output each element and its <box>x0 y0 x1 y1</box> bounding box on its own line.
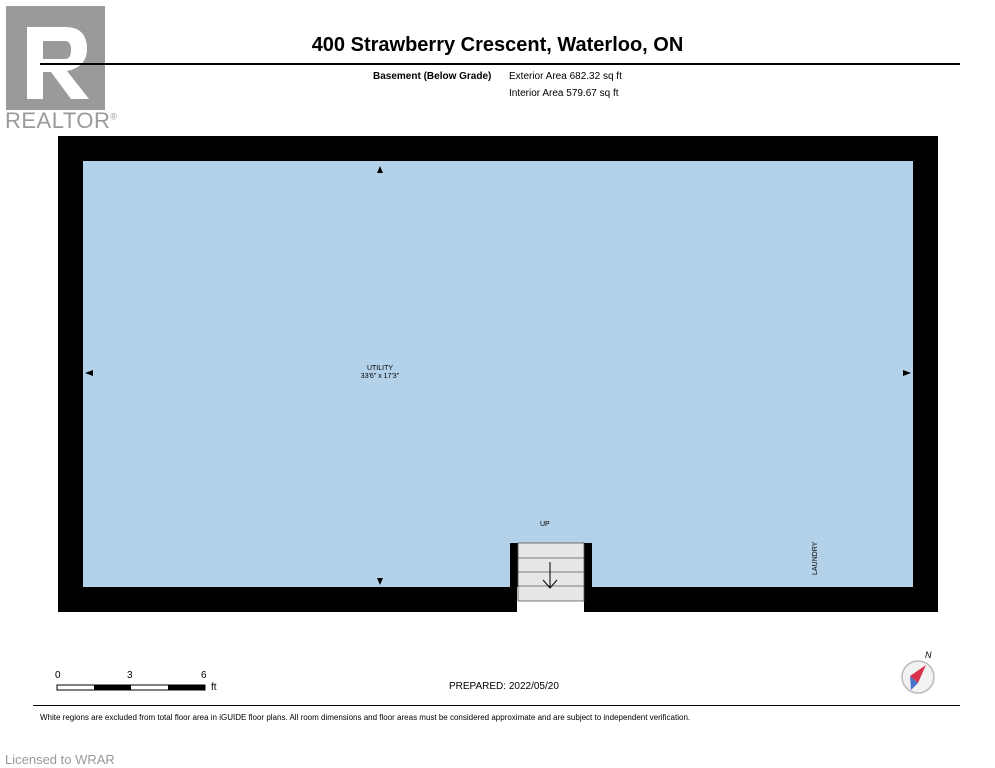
disclaimer: White regions are excluded from total fl… <box>40 713 691 722</box>
dimension-arrow-top <box>377 166 383 173</box>
prepared-date: PREPARED: 2022/05/20 <box>449 681 559 692</box>
stair-wall-left <box>510 543 518 587</box>
laundry-label: LAUNDRY <box>812 541 819 575</box>
realtor-logo-text: REALTOR® <box>5 108 118 133</box>
scale-bar <box>56 684 206 691</box>
dimension-arrow-left <box>85 370 93 376</box>
interior-area: Interior Area 579.67 sq ft <box>509 88 619 99</box>
compass-icon <box>901 660 935 694</box>
stairs-up-label: UP <box>540 521 550 528</box>
room-name: UTILITY <box>366 365 394 372</box>
utility-room <box>83 161 913 587</box>
scale-tick-3: 3 <box>127 670 133 681</box>
dimension-arrow-bottom <box>377 578 383 585</box>
page-title: 400 Strawberry Crescent, Waterloo, ON <box>311 34 684 56</box>
stair-wall-right <box>584 543 592 587</box>
room-dimensions: 33'6" x 17'3" <box>360 373 400 380</box>
room-label-utility: UTILITY 33'6" x 17'3" <box>330 365 430 381</box>
title-divider <box>40 63 960 65</box>
stair-arrow-icon <box>542 562 558 589</box>
dimension-arrow-right <box>903 370 911 376</box>
level-name: Basement (Below Grade) <box>373 71 492 82</box>
scale-tick-0: 0 <box>55 670 61 681</box>
compass-north-label: N <box>925 650 932 660</box>
exterior-area: Exterior Area 682.32 sq ft <box>509 71 622 82</box>
footer-divider <box>33 705 960 706</box>
scale-unit: ft <box>211 682 217 693</box>
license-watermark: Licensed to WRAR <box>5 752 115 767</box>
scale-tick-6: 6 <box>201 670 207 681</box>
